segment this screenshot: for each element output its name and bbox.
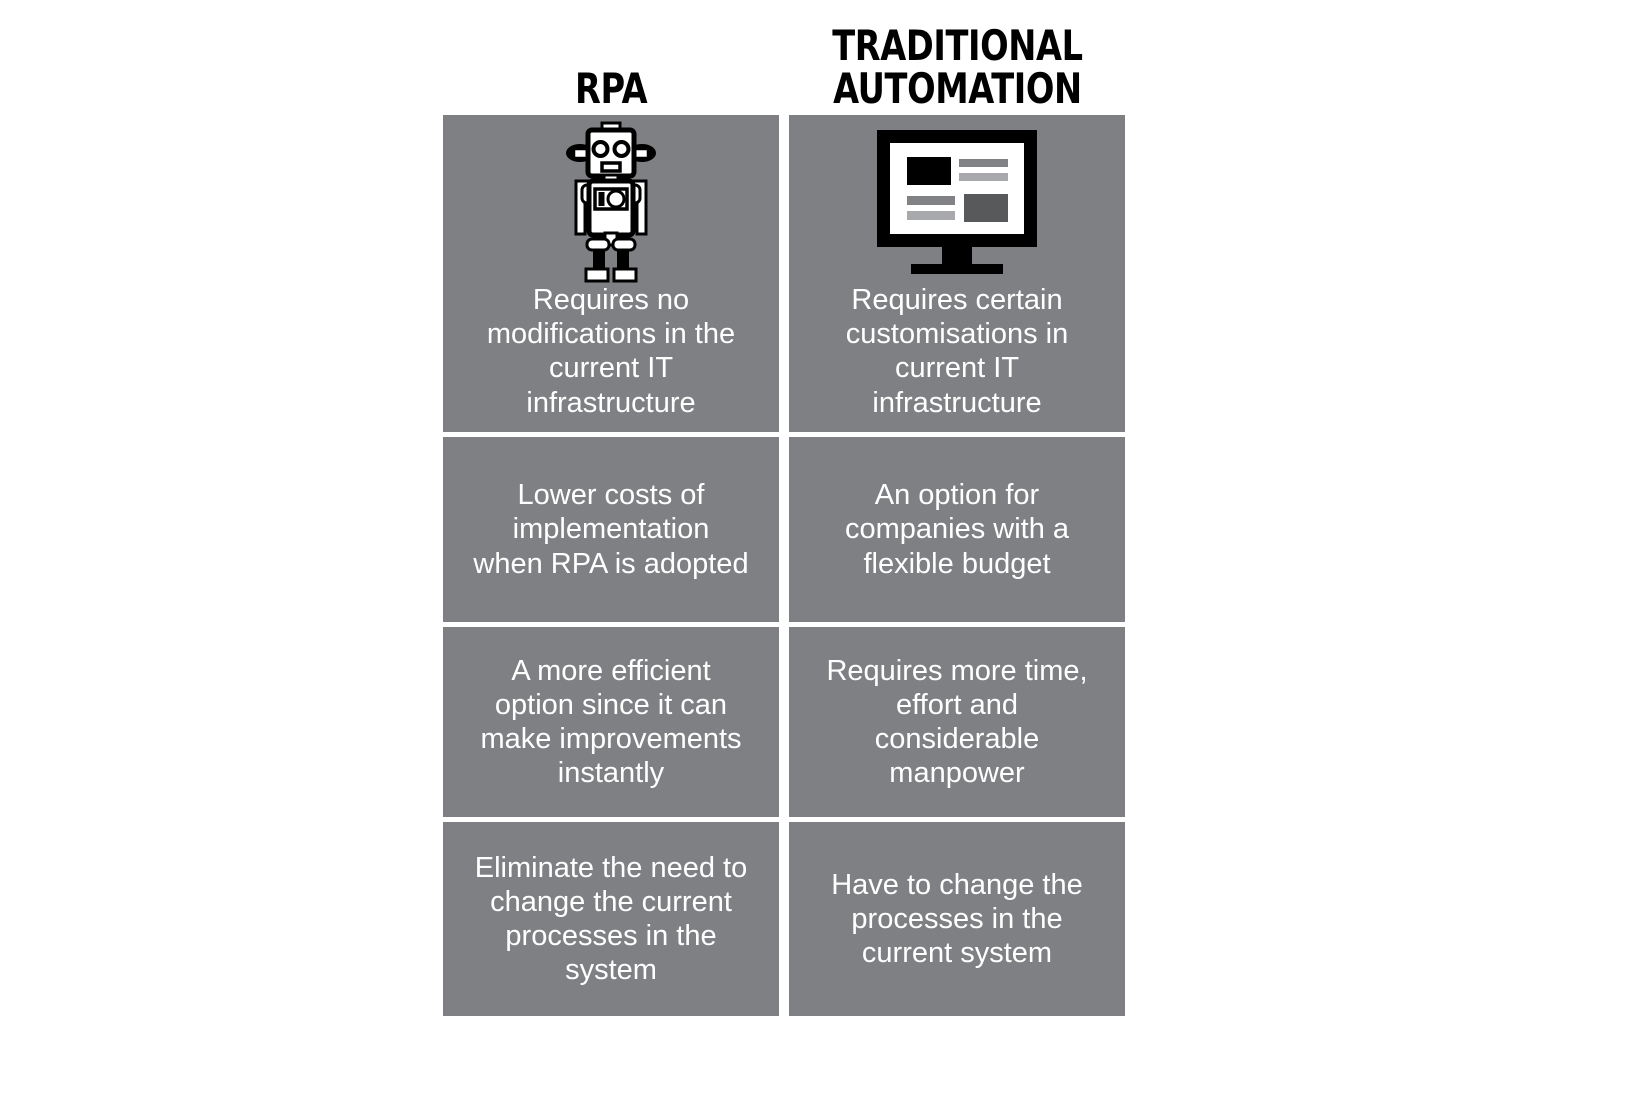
cell-traditional-row-3: Requires more time, effort and considera… [789,627,1125,817]
column-heading-rpa: RPA [443,0,779,115]
cell-rpa-row-3-text: A more efficient option since it can mak… [480,654,742,790]
cell-rpa-row-2: Lower costs of implementation when RPA i… [443,437,779,622]
cell-traditional-row-1-text: Requires certain customisations in curre… [845,284,1069,419]
column-traditional-automation: TRADITIONAL AUTOMATION [789,0,1125,1020]
cell-traditional-row-4-text: Have to change the processes in the curr… [831,868,1083,970]
desktop-monitor-icon [799,115,1115,287]
cell-traditional-row-4: Have to change the processes in the curr… [789,822,1125,1016]
column-heading-rpa-label: RPA [574,64,648,114]
column-rpa: RPA [443,0,779,1020]
column-heading-traditional-automation: TRADITIONAL AUTOMATION [789,0,1125,115]
column-heading-traditional-automation-label: TRADITIONAL AUTOMATION [831,21,1083,114]
robot-icon [453,115,769,287]
comparison-table: RPA [443,0,1125,1020]
cell-traditional-row-2: An option for companies with a flexible … [789,437,1125,622]
cell-rpa-row-2-text: Lower costs of implementation when RPA i… [473,479,749,580]
cell-rpa-row-1: Requires no modifications in the current… [443,115,779,432]
cell-rpa-row-4-text: Eliminate the need to change the current… [474,851,748,987]
column-traditional-automation-cells: Requires certain customisations in curre… [789,115,1125,1016]
cell-traditional-row-1: Requires certain customisations in curre… [789,115,1125,432]
cell-rpa-row-4: Eliminate the need to change the current… [443,822,779,1016]
column-rpa-cells: Requires no modifications in the current… [443,115,779,1016]
cell-rpa-row-1-text: Requires no modifications in the current… [486,284,736,419]
cell-traditional-row-2-text: An option for companies with a flexible … [844,479,1070,580]
cell-traditional-row-3-text: Requires more time, effort and considera… [826,654,1088,790]
cell-rpa-row-3: A more efficient option since it can mak… [443,627,779,817]
